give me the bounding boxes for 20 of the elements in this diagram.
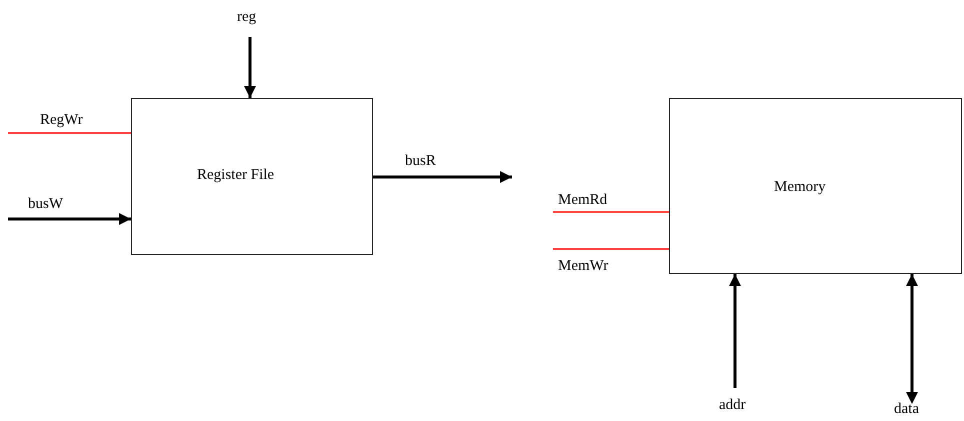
signal-label: MemWr <box>558 257 608 275</box>
signal-arrow <box>373 171 512 183</box>
signal-label: RegWr <box>40 111 83 129</box>
signal-line <box>553 248 669 250</box>
signal-arrow <box>8 213 131 225</box>
signal-arrow <box>244 37 256 98</box>
block-box <box>669 98 962 274</box>
signal-arrow <box>729 274 741 388</box>
signal-arrow <box>906 274 918 404</box>
signal-line <box>8 132 131 134</box>
signal-label: data <box>894 400 919 418</box>
block-label: Memory <box>774 179 826 196</box>
signal-label: busR <box>405 152 436 170</box>
signal-line <box>553 211 669 213</box>
signal-label: addr <box>719 396 746 414</box>
block-label: Register File <box>197 167 274 184</box>
block-box <box>131 98 373 255</box>
signal-label: reg <box>237 8 256 26</box>
signal-label: busW <box>28 195 63 213</box>
signal-label: MemRd <box>558 191 608 209</box>
